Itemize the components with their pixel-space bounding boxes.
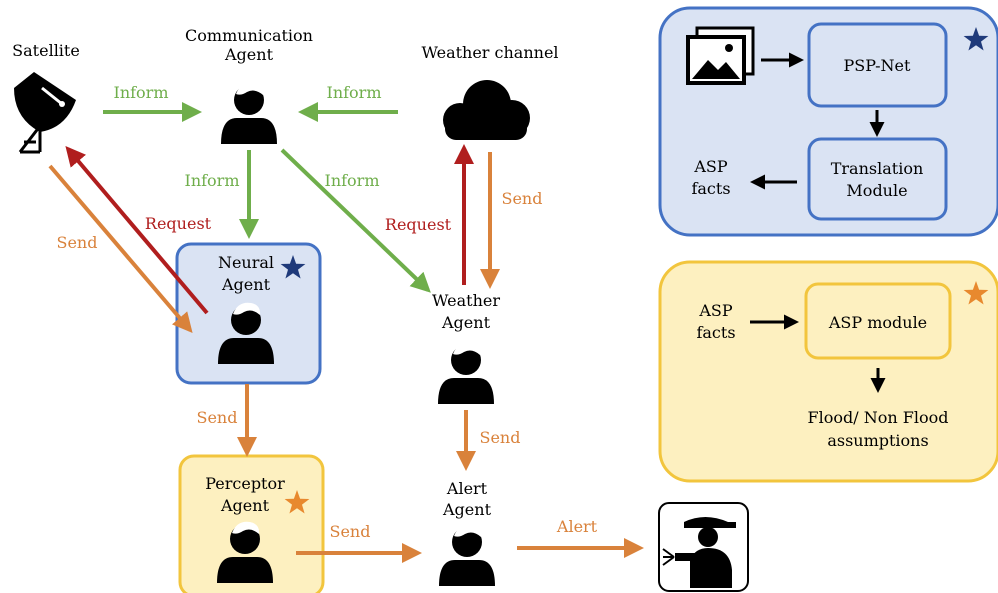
label-perceptor-to-alert: Send xyxy=(330,522,371,541)
communication-agent-label-line2: Agent xyxy=(224,45,274,64)
neural-asp-facts-line1: ASP xyxy=(693,157,728,176)
perceptor-asp-facts-line2: facts xyxy=(696,323,735,342)
communication-agent-label-line1: Communication xyxy=(185,26,313,45)
alert-agent-label-line1: Alert xyxy=(446,479,488,498)
arrow-neural-to-sat xyxy=(65,145,209,315)
images-icon xyxy=(686,26,755,85)
label-weatheragent-to-channel: Request xyxy=(385,215,452,234)
flood-output-line2: assumptions xyxy=(827,431,928,450)
asp-module-box xyxy=(804,282,952,360)
flood-output-line1: Flood/ Non Flood xyxy=(808,408,949,427)
label-weatheragent-to-alert: Send xyxy=(480,428,521,447)
label-neural-to-perceptor: Send xyxy=(197,408,238,427)
neural-asp-facts-line2: facts xyxy=(691,179,730,198)
label-channel-to-weatheragent: Send xyxy=(502,189,543,208)
communication-agent-person-icon xyxy=(221,82,277,144)
arrow-sat-to-neural xyxy=(48,164,193,334)
weather-agent-person-icon xyxy=(438,342,494,404)
translation-module-label-line2: Module xyxy=(846,181,907,200)
label-comm-to-neural: Inform xyxy=(185,171,240,190)
translation-module-box xyxy=(807,137,948,221)
label-sat-to-comm: Inform xyxy=(114,83,169,102)
pspnet-box xyxy=(807,22,948,108)
label-comm-to-weatheragent: Inform xyxy=(325,171,380,190)
label-weather-to-comm: Inform xyxy=(327,83,382,102)
label-sat-to-neural: Send xyxy=(57,233,98,252)
perceptor-agent-label-line1: Perceptor xyxy=(205,474,285,493)
arrow-comm-to-weatheragent xyxy=(280,148,431,293)
label-neural-to-sat: Request xyxy=(145,214,212,233)
asp-module-label: ASP module xyxy=(828,313,927,332)
neural-agent-label-line2: Agent xyxy=(221,275,271,294)
perceptor-asp-facts-line1: ASP xyxy=(698,301,733,320)
perceptor-agent-label-line2: Agent xyxy=(220,496,270,515)
weather-channel-label: Weather channel xyxy=(421,43,558,62)
weather-agent-label-line2: Agent xyxy=(441,313,491,332)
satellite-dish-icon xyxy=(14,72,76,154)
firefighter-icon xyxy=(658,502,749,592)
alert-agent-label-line2: Agent xyxy=(442,500,492,519)
neural-agent-label-line1: Neural xyxy=(218,253,274,272)
translation-module-label-line1: Translation xyxy=(831,159,924,178)
weather-agent-label-line1: Weather xyxy=(432,291,500,310)
pspnet-label: PSP-Net xyxy=(844,56,911,75)
satellite-label: Satellite xyxy=(12,41,80,60)
label-alert-to-firefighter: Alert xyxy=(556,517,598,536)
cloud-icon xyxy=(443,80,530,140)
alert-agent-person-icon xyxy=(439,524,495,586)
